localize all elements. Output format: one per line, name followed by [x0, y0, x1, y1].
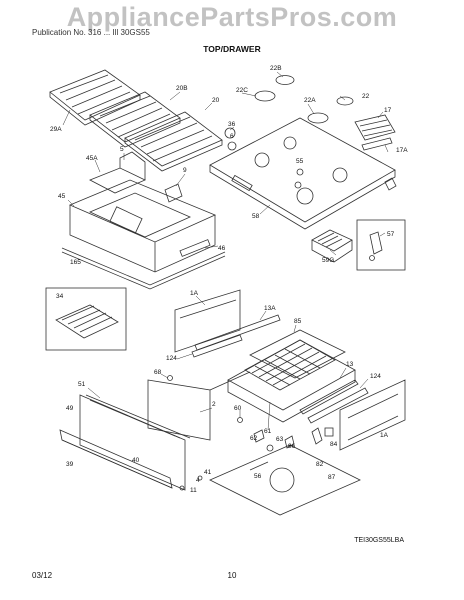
- callout-22a: 22A: [304, 97, 316, 104]
- callout-40: 40: [132, 457, 140, 464]
- callout-2: 2: [212, 401, 216, 408]
- callout-29a: 29A: [50, 126, 62, 133]
- callout-9: 9: [183, 167, 187, 174]
- drawer-side-panel-right: [339, 379, 406, 451]
- drawer-floor-plate: [209, 444, 361, 516]
- section-title: TOP/DRAWER: [203, 44, 261, 54]
- callout-39: 39: [66, 461, 74, 468]
- callout-1a-bottom: 1A: [380, 432, 389, 439]
- callout-46: 46: [218, 245, 226, 252]
- callout-34: 34: [56, 293, 64, 300]
- callout-56: 56: [254, 473, 262, 480]
- callout-20b: 20B: [176, 85, 188, 92]
- drawer-handle: [59, 429, 173, 489]
- broiler-rack: [55, 304, 119, 339]
- callout-86: 86: [288, 443, 296, 450]
- footer-page-number: 10: [227, 571, 237, 580]
- callout-63: 63: [276, 436, 284, 443]
- callout-87: 87: [328, 474, 336, 481]
- callout-13: 13: [346, 361, 354, 368]
- callout-22: 22: [362, 93, 370, 100]
- burner-cap-22c: [254, 90, 276, 102]
- parts-box: [311, 229, 353, 263]
- callout-165: 165: [70, 259, 81, 266]
- document-code: TEI30GS55LBA: [354, 537, 404, 544]
- drawer-body: [147, 371, 251, 441]
- callout-85: 85: [294, 318, 302, 325]
- grate-left: [49, 69, 141, 126]
- burner-cap-22b: [275, 75, 295, 85]
- callout-124-left: 124: [166, 355, 177, 362]
- drawer-front: [79, 394, 191, 491]
- callout-62: 62: [250, 435, 258, 442]
- callout-41: 41: [204, 469, 212, 476]
- callout-17a: 17A: [396, 147, 408, 154]
- callout-49: 49: [66, 405, 74, 412]
- callout-22b: 22B: [270, 65, 282, 72]
- burner-box: [68, 179, 217, 273]
- callout-68: 68: [154, 369, 162, 376]
- callout-45: 45: [58, 193, 66, 200]
- callout-22c: 22C: [236, 87, 248, 94]
- callout-124-right: 124: [370, 373, 381, 380]
- vent-trim: [354, 114, 396, 151]
- burner-head: [224, 127, 236, 139]
- callout-55: 55: [296, 158, 304, 165]
- callout-1a-top: 1A: [190, 290, 199, 297]
- callout-59g: 59G: [322, 257, 334, 264]
- watermark: AppliancePartsPros.com: [66, 2, 398, 32]
- callout-36: 36: [228, 121, 236, 128]
- callout-45a: 45A: [86, 155, 98, 162]
- callout-4: 4: [196, 477, 200, 484]
- callout-6: 6: [230, 133, 234, 140]
- callout-60: 60: [234, 405, 242, 412]
- callout-51: 51: [78, 381, 86, 388]
- grate-middle: [89, 91, 181, 148]
- drawer-side-panel-rear: [174, 289, 241, 353]
- cooktop: [209, 117, 396, 230]
- callout-61: 61: [264, 428, 272, 435]
- callout-13a: 13A: [264, 305, 276, 312]
- callout-84: 84: [330, 441, 338, 448]
- callout-57: 57: [387, 231, 395, 238]
- grate-right: [124, 111, 223, 172]
- footer-date: 03/12: [32, 571, 53, 580]
- callout-58: 58: [252, 213, 260, 220]
- drawer-pan: [227, 339, 356, 423]
- publication-header: Publication No. 316 ... Ill 30GS55: [32, 28, 150, 37]
- callout-5: 5: [120, 146, 124, 153]
- callout-11: 11: [190, 487, 197, 494]
- burner-cap-22a: [307, 112, 329, 124]
- burner-cap-22: [336, 96, 354, 106]
- callout-82: 82: [316, 461, 324, 468]
- callout-20: 20: [212, 97, 220, 104]
- callout-17: 17: [384, 107, 392, 114]
